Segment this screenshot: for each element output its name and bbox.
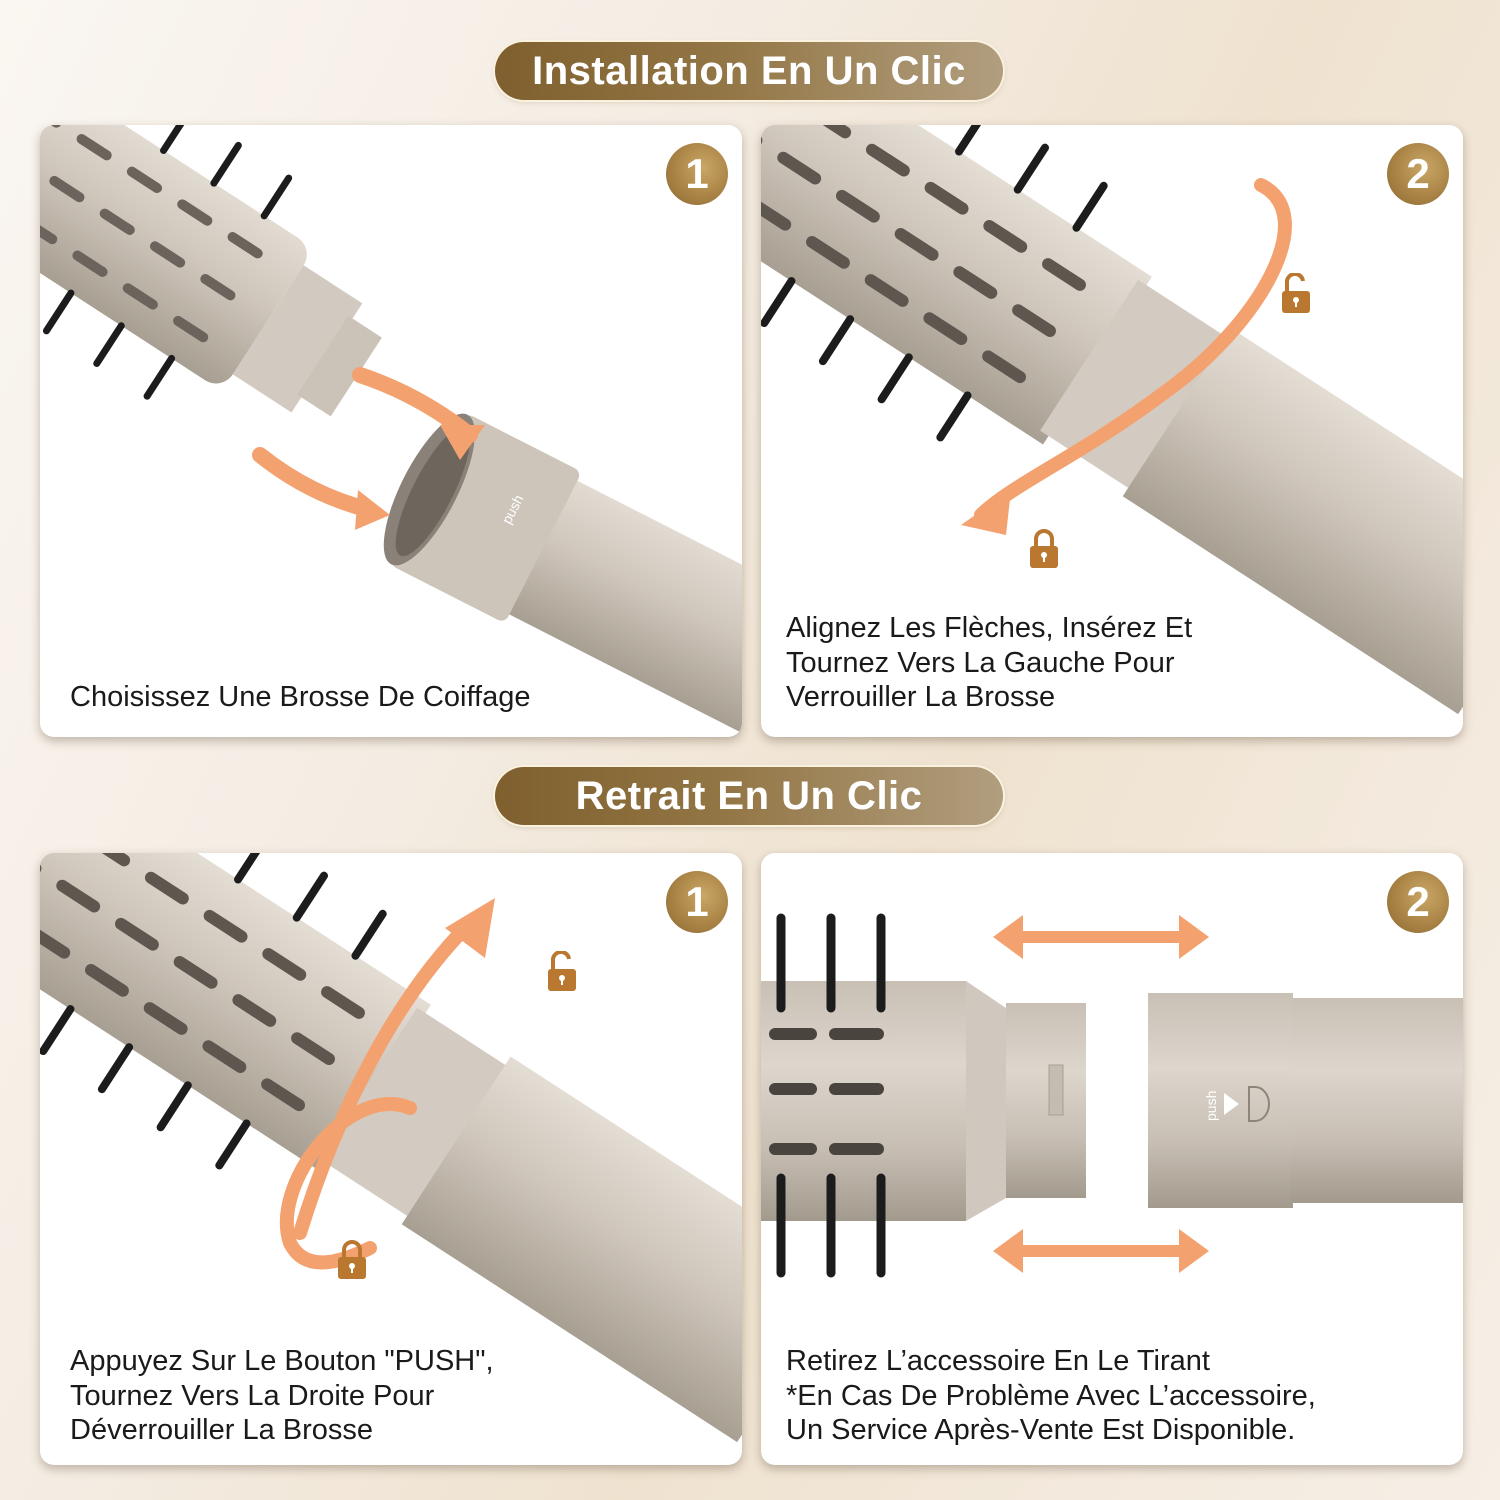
step-card-install-1: push 1 Choisissez Une Brosse De Coiffage xyxy=(40,125,742,737)
step-caption: Retirez L’accessoire En Le Tirant *En Ca… xyxy=(786,1345,1316,1446)
unlocked-padlock-icon xyxy=(1282,273,1310,313)
section-title-retrait: Retrait En Un Clic xyxy=(495,767,1003,825)
step-card-install-2: 2 Alignez Les Flèches, Insérez Et Tourne… xyxy=(761,125,1463,737)
brush-attachment-illustration: push xyxy=(40,125,742,737)
push-marking: push xyxy=(1203,1091,1219,1121)
brush-unlocking-illustration xyxy=(40,853,742,1443)
step-caption: Alignez Les Flèches, Insérez Et Tournez … xyxy=(786,612,1193,713)
section-title-text: Installation En Un Clic xyxy=(532,48,966,93)
step-number-badge: 2 xyxy=(1387,143,1449,205)
step-number-badge: 1 xyxy=(666,871,728,933)
step-caption: Choisissez Une Brosse De Coiffage xyxy=(70,681,531,713)
locked-padlock-icon xyxy=(338,1240,366,1279)
step-caption: Appuyez Sur Le Bouton "PUSH", Tournez Ve… xyxy=(70,1345,494,1446)
section-title-installation: Installation En Un Clic xyxy=(495,42,1003,100)
brush-detaching-illustration: push xyxy=(761,913,1463,1278)
section-title-text: Retrait En Un Clic xyxy=(575,773,923,818)
locked-padlock-icon xyxy=(1030,529,1058,568)
step-number-badge: 2 xyxy=(1387,871,1449,933)
step-card-remove-2: push 2 Retirez L’accessoire En Le Tirant… xyxy=(761,853,1463,1465)
brush-locking-illustration xyxy=(761,125,1463,715)
unlocked-padlock-icon xyxy=(548,951,576,991)
step-card-remove-1: 1 Appuyez Sur Le Bouton "PUSH", Tournez … xyxy=(40,853,742,1465)
step-number-badge: 1 xyxy=(666,143,728,205)
